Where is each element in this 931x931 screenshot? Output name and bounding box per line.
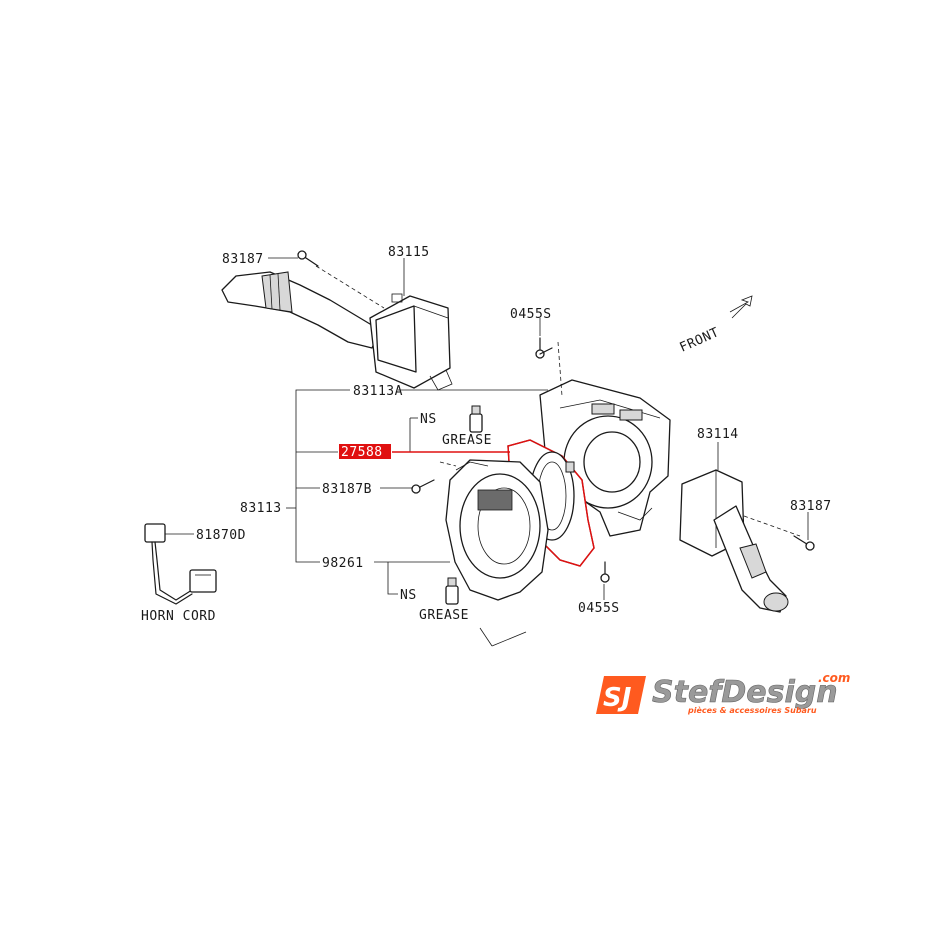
label-81870d: 81870D <box>196 528 246 543</box>
label-grease-bottom: GREASE <box>419 608 469 623</box>
label-grease-top: GREASE <box>442 433 492 448</box>
grease-tube-bottom-icon <box>445 577 459 605</box>
logo-name: StefDesign <box>652 675 838 710</box>
label-ns-top: NS <box>420 412 437 427</box>
steering-housing-98261[interactable] <box>445 459 549 601</box>
front-arrow-icon <box>729 295 753 319</box>
screw-0455s-top-icon <box>535 337 553 359</box>
screw-83187-top-icon <box>297 250 319 267</box>
label-0455s-bottom: 0455S <box>578 601 620 616</box>
label-83113: 83113 <box>240 501 282 516</box>
label-83187-right: 83187 <box>790 499 832 514</box>
leader-lines <box>165 257 809 647</box>
label-83114: 83114 <box>697 427 739 442</box>
label-98261: 98261 <box>322 556 364 571</box>
stefdesign-logo[interactable]: SJ StefDesign .com pièces & accessoires … <box>596 671 850 715</box>
combination-switch-right-stalk[interactable] <box>679 469 789 613</box>
logo-mark: SJ <box>603 683 632 713</box>
label-83115: 83115 <box>388 245 430 260</box>
screw-0455s-bottom-icon <box>600 561 610 583</box>
screw-83187b-icon <box>411 479 435 494</box>
label-0455s-top: 0455S <box>510 307 552 322</box>
label-horn-cord: HORN CORD <box>141 609 216 624</box>
grease-tube-top-icon <box>469 405 483 433</box>
label-83187-top: 83187 <box>222 252 264 267</box>
switch-body-83113a[interactable] <box>539 379 671 537</box>
label-highlight-part: 27588 <box>341 445 383 460</box>
logo-mark-icon <box>596 676 646 714</box>
horn-cord[interactable] <box>144 523 217 605</box>
highlight-part-badge <box>339 444 391 459</box>
label-front: FRONT <box>678 325 722 356</box>
label-83187b: 83187B <box>322 482 372 497</box>
screw-83187-right-icon <box>793 535 815 551</box>
combination-switch-left-stalk[interactable] <box>221 271 453 391</box>
label-ns-bottom: NS <box>400 588 417 603</box>
logo-domain: .com <box>818 671 850 685</box>
logo-tagline: pièces & accessoires Subaru <box>687 705 817 715</box>
label-83113a: 83113A <box>353 384 403 399</box>
